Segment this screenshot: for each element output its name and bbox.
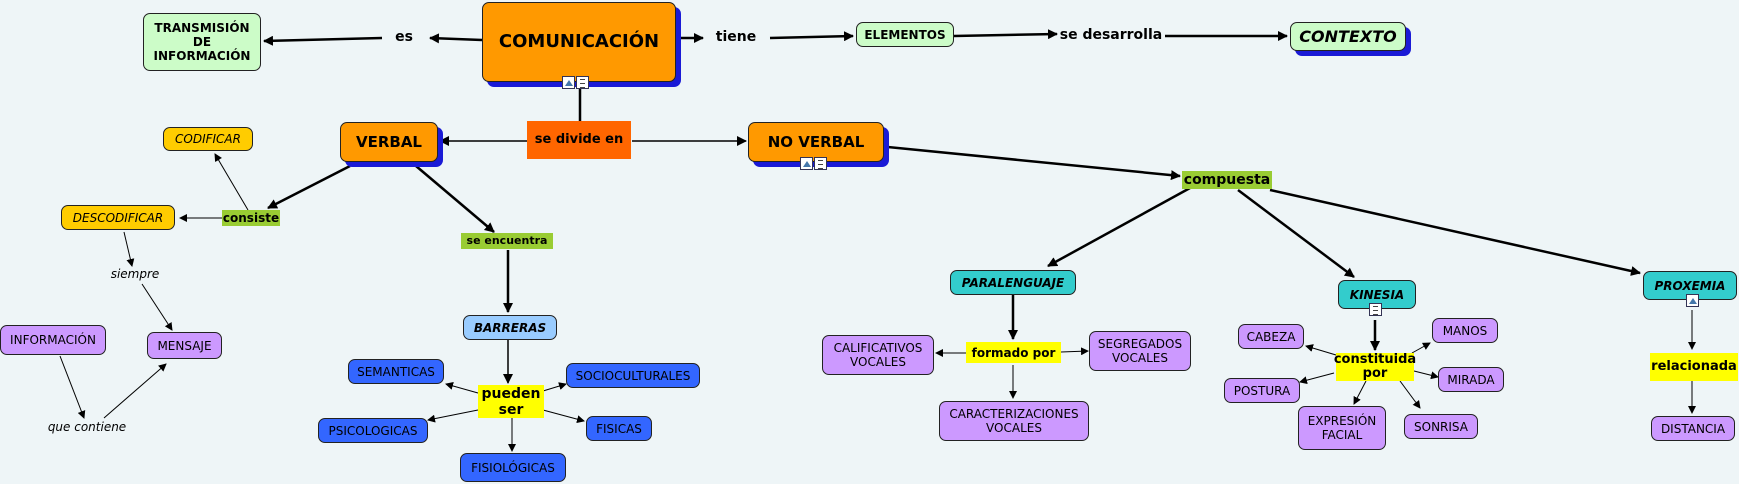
link-constituida-expresion [1353, 380, 1367, 405]
link-verbal-consiste [267, 164, 351, 210]
concept-contexto[interactable]: CONTEXTO [1290, 22, 1406, 51]
link-noverbal-compuesta [887, 145, 1181, 181]
concept-fisicas[interactable]: FISICAS [586, 416, 652, 441]
link-compuesta-kinesia [1237, 189, 1355, 278]
concept-expresion-facial[interactable]: EXPRESIÓN FACIAL [1298, 406, 1386, 450]
link-comunicacion-es [429, 33, 483, 44]
link-constituida-cabeza [1305, 344, 1337, 356]
no-verbal-resources[interactable] [800, 157, 827, 170]
linking-phrase-tiene[interactable]: tiene [715, 29, 757, 45]
concept-manos[interactable]: MANOS [1432, 318, 1498, 343]
link-formado-segregados [1060, 347, 1089, 356]
linking-phrase-se-desarrolla[interactable]: se desarrolla [1059, 27, 1163, 43]
link-es-transmision [263, 35, 383, 46]
linking-phrase-se-divide-en[interactable]: se divide en [527, 121, 631, 159]
linking-phrase-constituida-por[interactable]: constituida por [1333, 352, 1417, 381]
link-consiste-codificar [214, 153, 249, 211]
link-pueden-socioculturales [542, 382, 567, 392]
document-resource-icon[interactable] [576, 76, 589, 89]
concept-mirada[interactable]: MIRADA [1438, 367, 1504, 392]
linking-phrase-se-encuentra[interactable]: se encuentra [461, 233, 553, 249]
linking-phrase-siempre[interactable]: siempre [110, 267, 160, 281]
concept-mensaje[interactable]: MENSAJE [147, 332, 222, 359]
document-resource-icon[interactable] [814, 157, 827, 170]
link-compuesta-paralenguaje [1047, 186, 1191, 268]
concept-barreras[interactable]: BARRERAS [463, 315, 557, 340]
link-compuesta-proxemia [1269, 188, 1641, 276]
linking-phrase-compuesta[interactable]: compuesta [1182, 171, 1272, 189]
concept-elementos[interactable]: ELEMENTOS [856, 22, 954, 47]
image-resource-icon[interactable] [1686, 294, 1699, 307]
concept-caracterizaciones-vocales[interactable]: CARACTERIZACIONES VOCALES [939, 401, 1089, 441]
link-constituida-sonrisa [1399, 380, 1421, 409]
concept-calificativos-vocales[interactable]: CALIFICATIVOS VOCALES [822, 335, 934, 375]
concept-psicologicas[interactable]: PSICOLOGICAS [318, 418, 428, 443]
concept-cabeza[interactable]: CABEZA [1238, 324, 1304, 349]
concept-descodificar[interactable]: DESCODIFICAR [61, 205, 175, 230]
linking-phrase-relacionada[interactable]: relacionada [1650, 353, 1738, 381]
linking-phrase-pueden-ser[interactable]: pueden ser [478, 385, 544, 418]
link-elementos-desarrolla [953, 29, 1058, 40]
concept-distancia[interactable]: DISTANCIA [1651, 416, 1735, 441]
document-resource-icon[interactable] [1369, 303, 1382, 316]
link-descodificar-siempre [123, 231, 135, 267]
comunicacion-resources[interactable] [562, 76, 589, 89]
linking-phrase-consiste[interactable]: consiste [222, 210, 280, 226]
concept-sonrisa[interactable]: SONRISA [1404, 414, 1478, 439]
concept-informacion[interactable]: INFORMACIÓN [0, 325, 106, 355]
link-constituida-mirada [1413, 370, 1439, 380]
linking-phrase-es[interactable]: es [395, 29, 413, 45]
link-tiene-elementos [769, 31, 854, 42]
concept-no-verbal[interactable]: NO VERBAL [748, 122, 884, 162]
link-constituida-manos [1411, 342, 1431, 354]
concept-verbal[interactable]: VERBAL [340, 122, 438, 162]
concept-comunicacion[interactable]: COMUNICACIÓN [482, 2, 676, 82]
concept-postura[interactable]: POSTURA [1224, 378, 1300, 403]
kinesia-resources[interactable] [1369, 303, 1382, 316]
proxemia-resources[interactable] [1686, 294, 1699, 307]
image-resource-icon[interactable] [800, 157, 813, 170]
link-pueden-psicologicas [427, 409, 479, 423]
link-contiene-mensaje [103, 363, 167, 419]
linking-phrase-que-contiene[interactable]: que contiene [47, 420, 127, 434]
link-pueden-fisicas [542, 409, 585, 424]
concept-semanticas[interactable]: SEMANTICAS [348, 359, 444, 384]
link-informacion-contiene [59, 355, 86, 419]
concept-fisiologicas[interactable]: FISIOLÓGICAS [460, 453, 566, 482]
link-verbal-encuentra [415, 165, 495, 233]
link-siempre-mensaje [141, 283, 173, 331]
concept-paralenguaje[interactable]: PARALENGUAJE [950, 270, 1076, 295]
concept-proxemia[interactable]: PROXEMIA [1643, 271, 1737, 300]
concept-kinesia[interactable]: KINESIA [1338, 280, 1416, 309]
concept-segregados-vocales[interactable]: SEGREGADOS VOCALES [1089, 331, 1191, 371]
concept-codificar[interactable]: CODIFICAR [163, 127, 253, 151]
link-pueden-semanticas [445, 382, 479, 394]
linking-phrase-formado-por[interactable]: formado por [966, 342, 1061, 363]
concept-socioculturales[interactable]: SOCIOCULTURALES [566, 363, 700, 388]
link-constituida-postura [1299, 372, 1335, 385]
concept-transmision[interactable]: TRANSMISIÓN DE INFORMACIÓN [143, 13, 261, 71]
image-resource-icon[interactable] [562, 76, 575, 89]
